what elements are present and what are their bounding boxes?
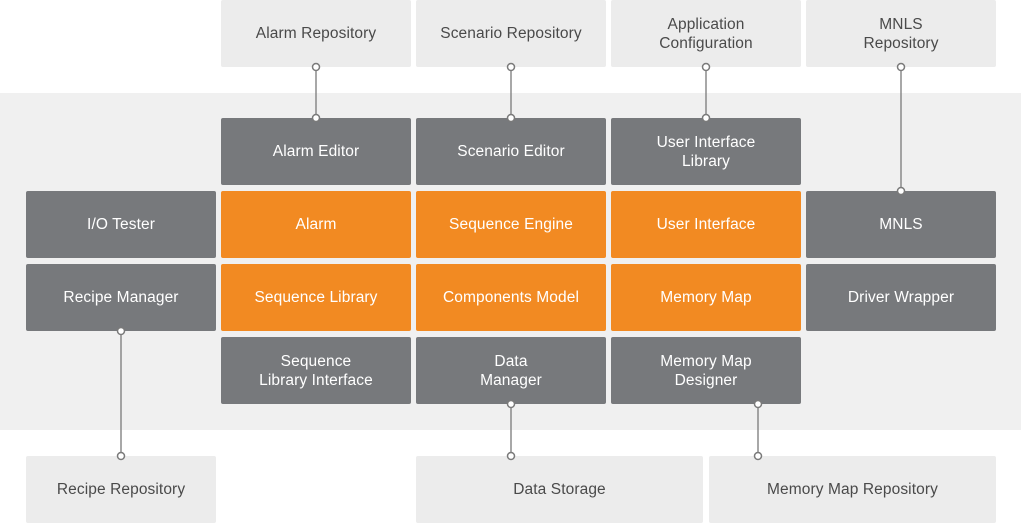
user-interface-box: User Interface: [611, 191, 801, 258]
alarm-editor-box: Alarm Editor: [221, 118, 411, 185]
alarm-core-box: Alarm: [221, 191, 411, 258]
mnls-repository-box: MNLS Repository: [806, 0, 996, 67]
user-interface-library-box: User Interface Library: [611, 118, 801, 185]
memory-map-repository-box: Memory Map Repository: [709, 456, 996, 523]
mnls-box: MNLS: [806, 191, 996, 258]
data-storage-box: Data Storage: [416, 456, 703, 523]
driver-wrapper-box: Driver Wrapper: [806, 264, 996, 331]
recipe-repository-box: Recipe Repository: [26, 456, 216, 523]
sequence-library-box: Sequence Library: [221, 264, 411, 331]
data-manager-box: Data Manager: [416, 337, 606, 404]
sequence-library-interface-box: Sequence Library Interface: [221, 337, 411, 404]
memory-map-box: Memory Map: [611, 264, 801, 331]
application-configuration-box: Application Configuration: [611, 0, 801, 67]
recipe-manager-box: Recipe Manager: [26, 264, 216, 331]
sequence-engine-box: Sequence Engine: [416, 191, 606, 258]
alarm-repository-box: Alarm Repository: [221, 0, 411, 67]
io-tester-box: I/O Tester: [26, 191, 216, 258]
scenario-repository-box: Scenario Repository: [416, 0, 606, 67]
memory-map-designer-box: Memory Map Designer: [611, 337, 801, 404]
components-model-box: Components Model: [416, 264, 606, 331]
scenario-editor-box: Scenario Editor: [416, 118, 606, 185]
